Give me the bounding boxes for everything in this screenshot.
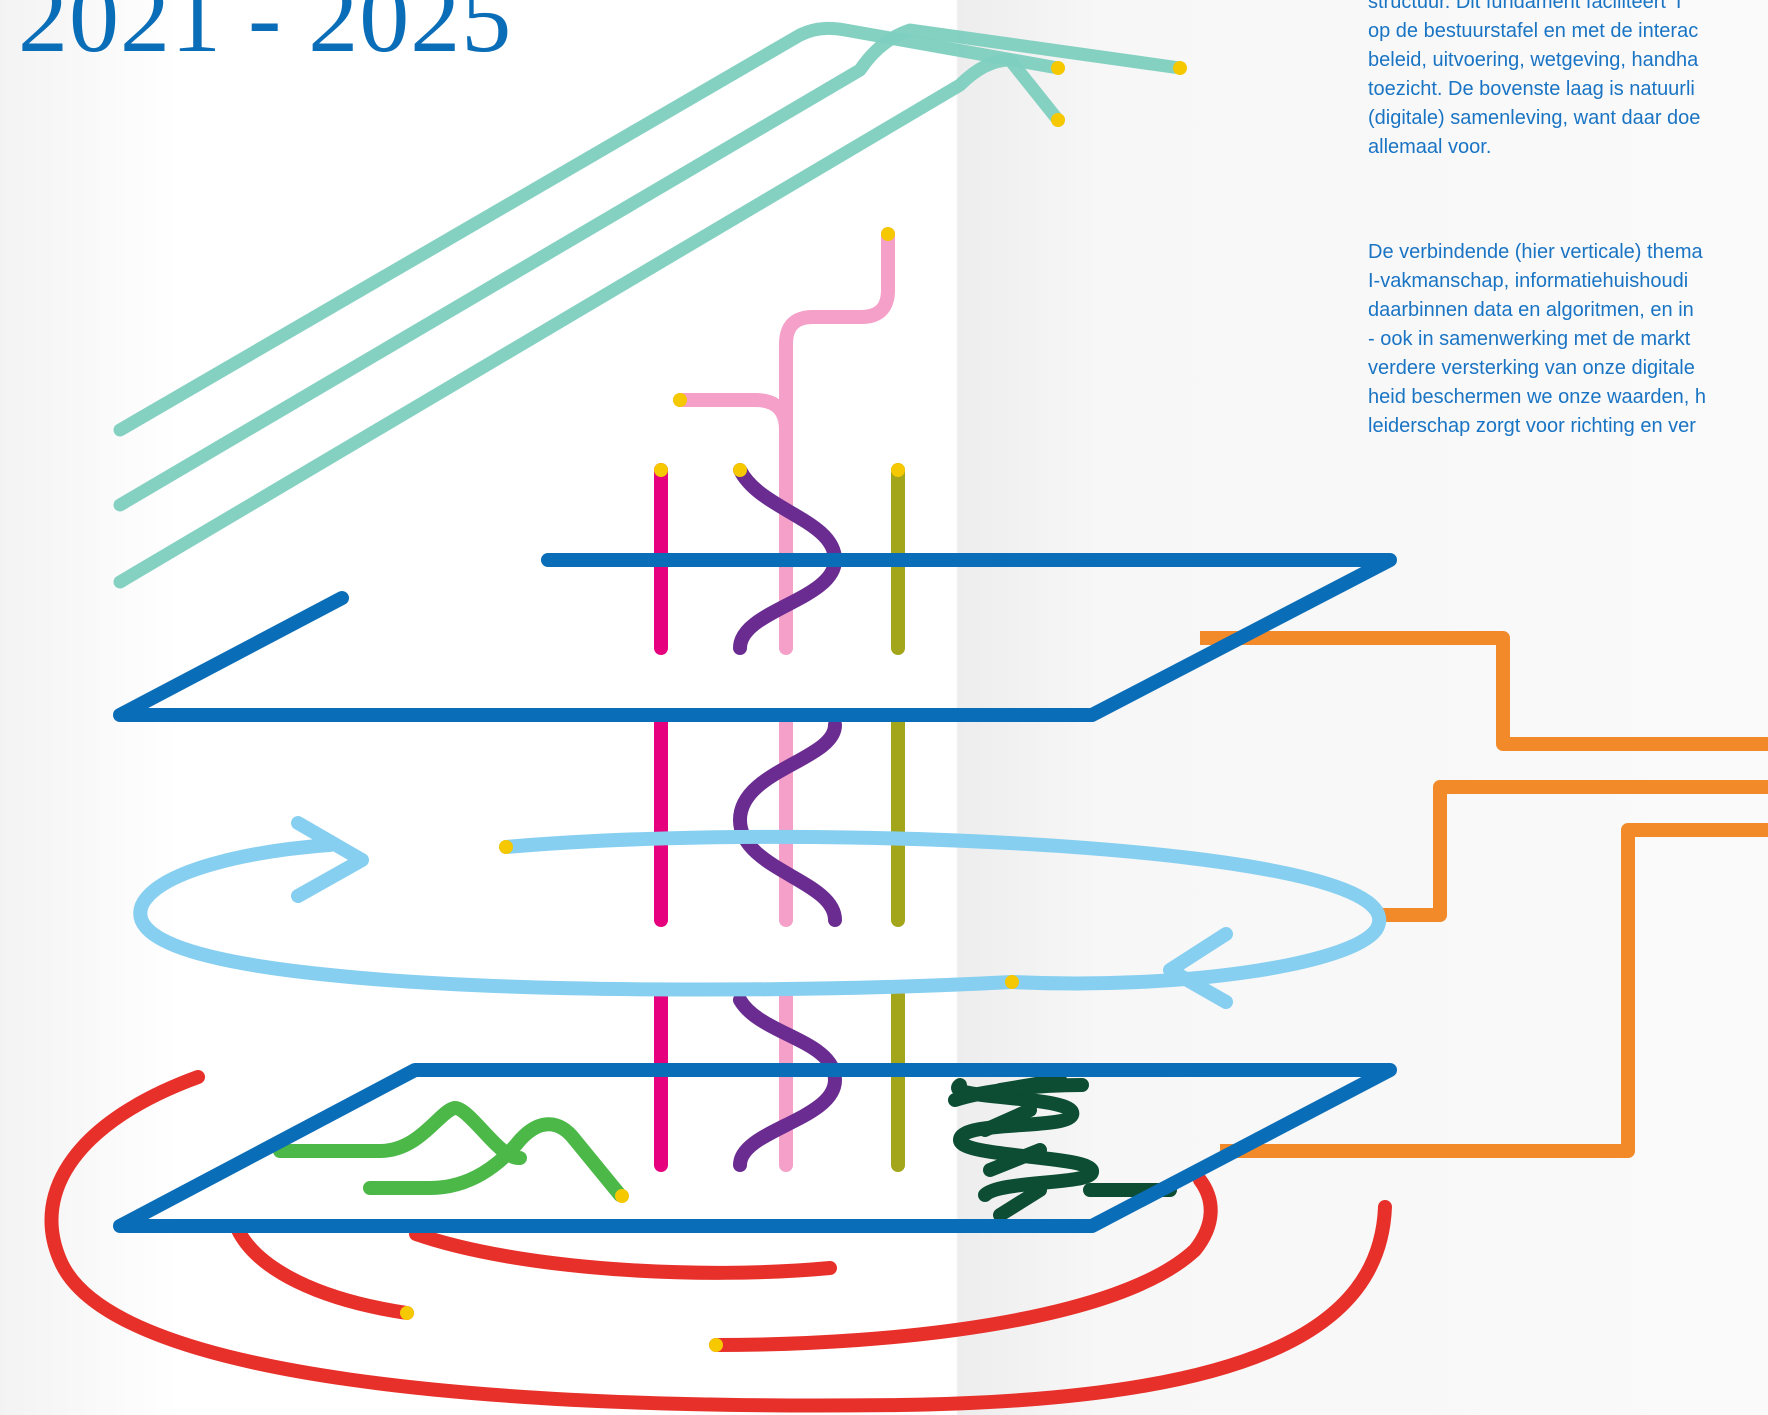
text-line: op de bestuurstafel en met de interac [1368, 20, 1699, 42]
teal-line-2 [113, 23, 1187, 512]
text-line: verdere versterking van onze digitale [1368, 357, 1695, 379]
process-loop [133, 816, 1387, 1009]
orange-connectors [1200, 631, 1768, 1158]
magenta-end-cap [654, 463, 668, 477]
purple-end-cap [733, 463, 747, 477]
green-end-cap [615, 1189, 629, 1203]
upper-plane [113, 553, 1397, 722]
text-line: De verbindende (hier verticale) thema [1368, 241, 1703, 263]
teal-line-1 [113, 21, 1065, 437]
olive-end-cap [891, 463, 905, 477]
text-line: daarbinnen data en algoritmen, en in [1368, 299, 1694, 321]
text-line: heid beschermen we onze waarden, h [1368, 386, 1706, 408]
text-line: toezicht. De bovenste laag is natuurli [1368, 78, 1695, 100]
pink-end-caps [673, 227, 895, 407]
text-line: (digitale) samenleving, want daar doe [1368, 107, 1701, 129]
text-line: allemaal voor. [1368, 136, 1492, 158]
pink-line [673, 227, 895, 1172]
arrow-right-head [1163, 927, 1233, 1009]
text-line: leiderschap zorgt voor richting en ver [1368, 415, 1696, 437]
process-loop-caps [499, 840, 1019, 989]
body-paragraph-1: structuur. Dit fundament faciliteert ‘I … [1368, 0, 1768, 162]
teal-end-caps [1051, 61, 1187, 127]
teal-society-lines [113, 21, 1187, 589]
red-rings [44, 1070, 1392, 1413]
red-end-caps [400, 1306, 723, 1352]
teal-line-3 [113, 53, 1065, 589]
text-line: - ook in samenwerking met de markt [1368, 328, 1691, 350]
body-paragraph-2: De verbindende (hier verticale) thema I-… [1368, 238, 1768, 441]
green-line [273, 1101, 627, 1202]
arrow-left-head [291, 816, 369, 903]
lower-plane [113, 1063, 1397, 1233]
text-line: I-vakmanschap, informatiehuishoudi [1368, 270, 1689, 292]
page-title-years: 2021 - 2025 [18, 0, 513, 73]
text-line: beleid, uitvoering, wetgeving, handha [1368, 49, 1699, 71]
text-line: structuur. Dit fundament faciliteert ‘I [1368, 0, 1682, 13]
